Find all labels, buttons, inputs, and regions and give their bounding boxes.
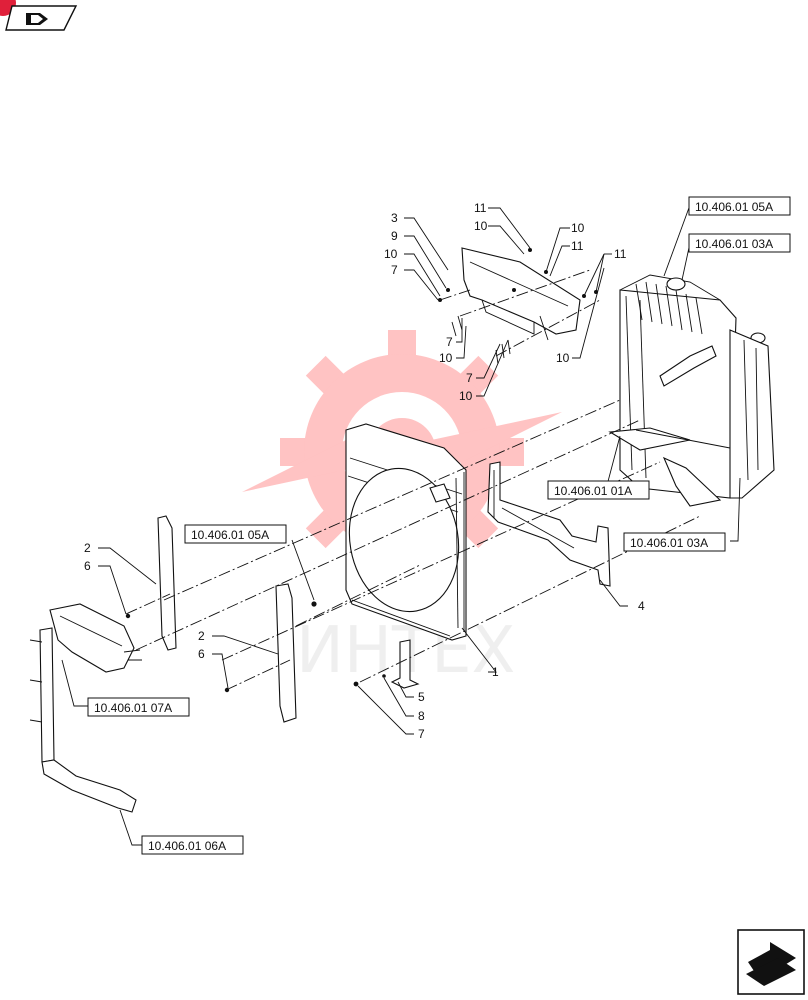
label-8: 8 [418,709,425,723]
svg-text:10.406.01 03A: 10.406.01 03A [695,237,773,251]
label-6: 6 [198,647,205,661]
book-tab-icon[interactable] [5,5,78,31]
ref-box-10-406-01-01a[interactable]: 10.406.01 01A [547,480,650,500]
label-2: 2 [198,629,205,643]
label-7: 7 [446,335,453,349]
svg-text:10.406.01 05A: 10.406.01 05A [695,200,773,214]
label-2: 2 [84,541,91,555]
label-10: 10 [571,221,585,235]
label-11: 11 [571,239,584,253]
svg-text:10.406.01 03A: 10.406.01 03A [630,536,708,550]
label-3: 3 [391,211,398,225]
label-9: 9 [391,229,398,243]
label-10: 10 [556,351,570,365]
label-7: 7 [466,371,473,385]
expansion-tank-and-hose [29,603,142,813]
label-1: 1 [492,665,499,679]
label-10: 10 [439,351,453,365]
svg-text:10.406.01 01A: 10.406.01 01A [554,484,632,498]
left-strip-upper [157,515,177,651]
ref-box-10-406-01-05a-top[interactable]: 10.406.01 05A [688,196,791,216]
svg-text:10.406.01 05A: 10.406.01 05A [191,528,269,542]
small-bracket [390,639,420,689]
label-6: 6 [84,559,91,573]
ref-box-10-406-01-06a[interactable]: 10.406.01 06A [141,835,244,855]
radiator-assembly [608,274,775,507]
label-10: 10 [474,219,488,233]
label-11: 11 [474,201,487,215]
label-10: 10 [459,389,473,403]
label-5: 5 [418,690,425,704]
svg-text:10.406.01 07A: 10.406.01 07A [94,701,172,715]
ref-box-10-406-01-07a[interactable]: 10.406.01 07A [87,697,190,717]
top-bracket-assembly [438,247,598,365]
svg-text:10.406.01 06A: 10.406.01 06A [148,839,226,853]
part-labels: 3 9 10 7 11 10 10 11 11 10 7 10 7 10 2 6… [84,201,645,741]
label-10: 10 [384,247,398,261]
label-7: 7 [418,727,425,741]
label-11: 11 [614,247,627,261]
next-page-arrow-icon[interactable] [737,929,805,995]
label-4: 4 [638,599,645,613]
fan-shroud [345,423,467,641]
fasteners [125,601,386,693]
alignment-lines [125,269,701,691]
ref-box-10-406-01-03a-top[interactable]: 10.406.01 03A [688,233,791,253]
label-7: 7 [391,263,398,277]
ref-box-10-406-01-05a-mid[interactable]: 10.406.01 05A [184,524,287,544]
ref-box-10-406-01-03a-bottom[interactable]: 10.406.01 03A [623,532,726,552]
side-bracket [487,461,611,587]
middle-strip [275,583,297,723]
